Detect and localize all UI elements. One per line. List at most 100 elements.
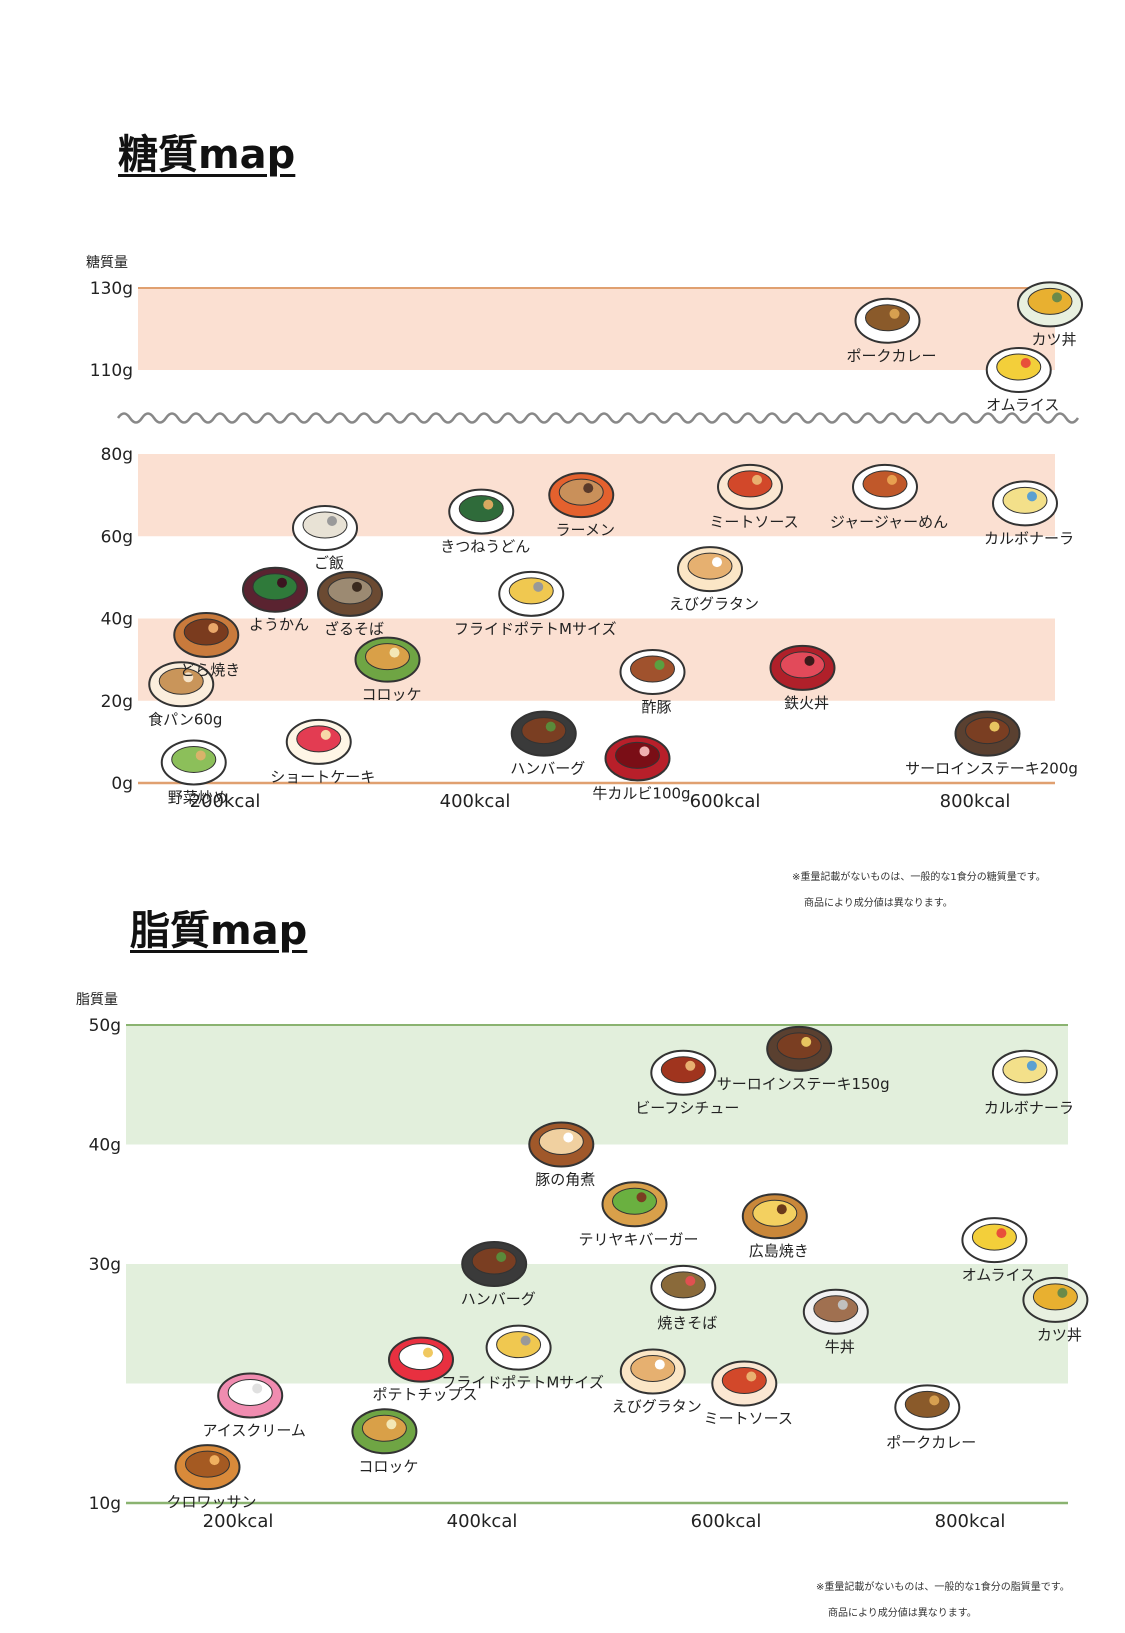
icon-accent — [889, 308, 900, 319]
icon-food — [508, 577, 554, 605]
icon-accent — [1020, 358, 1031, 368]
data-point: きつねうどん — [440, 488, 530, 556]
icon-accent — [520, 1335, 531, 1346]
icon-food — [227, 1378, 273, 1406]
vegetable-stir-fry-icon — [160, 739, 227, 786]
icon-accent — [801, 1036, 812, 1047]
yokan-icon — [242, 566, 308, 613]
icon-accent — [1026, 1060, 1037, 1071]
icon-food — [630, 1355, 676, 1383]
omurice-icon — [985, 347, 1052, 393]
icon-food — [1027, 287, 1073, 315]
icon-accent — [776, 1204, 787, 1215]
data-point: ようかん — [242, 566, 309, 634]
data-label: カツ丼 — [1037, 1326, 1082, 1344]
data-label: オムライス — [962, 1266, 1035, 1284]
data-label: オムライス — [986, 396, 1059, 414]
icon-food — [752, 1199, 798, 1227]
sugar-map-note: ※重量記載がないものは、一般的な1食分の糖質量です。 商品により成分値は異なりま… — [792, 858, 1046, 923]
icon-food — [521, 717, 567, 745]
fat-note-line2: 商品により成分値は異なります。 — [828, 1608, 977, 1619]
croissant-icon — [174, 1444, 241, 1491]
data-point: ミートソース — [704, 1360, 793, 1428]
data-label: ミートソース — [709, 513, 798, 531]
meat-sauce-icon — [711, 1360, 778, 1407]
data-point: カルボナーラ — [984, 480, 1074, 547]
x-tick-label: 200kcal — [203, 1511, 274, 1532]
data-label: サーロインステーキ150g — [717, 1075, 890, 1093]
sweet-sour-pork-icon — [619, 648, 686, 695]
icon-food — [361, 1414, 407, 1442]
sugar-map-title: 糖質map — [118, 132, 296, 178]
data-point: ハンバーグ — [461, 1241, 536, 1308]
icon-accent — [423, 1347, 433, 1358]
icon-food — [558, 478, 604, 506]
data-label: ハンバーグ — [461, 1290, 536, 1308]
data-label: ポークカレー — [846, 347, 936, 365]
icon-accent — [1027, 491, 1037, 502]
katsudon-icon — [1017, 281, 1083, 328]
icon-food — [302, 511, 348, 539]
icon-food — [496, 1331, 542, 1359]
data-point: サーロインステーキ150g — [717, 1025, 890, 1093]
data-point: ビーフシチュー — [635, 1049, 739, 1117]
icon-food — [327, 577, 373, 605]
yakisoba-icon — [650, 1264, 717, 1311]
data-label: ラーメン — [556, 521, 615, 539]
icon-accent — [483, 499, 494, 510]
data-point: 食パン60g — [148, 661, 222, 728]
data-point: コロッケ — [354, 636, 422, 704]
data-label: カルボナーラ — [984, 1099, 1074, 1117]
y-tick-label: 110g — [90, 361, 133, 381]
data-point: 野菜炒め — [160, 739, 228, 806]
sirloin-steak-icon — [766, 1025, 833, 1072]
icon-food — [615, 741, 660, 769]
data-point: ざるそば — [317, 570, 384, 638]
fat-map-note: ※重量記載がないものは、一般的な1食分の脂質量です。 商品により成分値は異なりま… — [816, 1568, 1070, 1633]
icon-accent — [654, 659, 665, 670]
band-0 — [126, 1264, 1068, 1384]
data-label: 酢豚 — [641, 698, 671, 716]
shortcake-icon — [285, 718, 352, 765]
carbonara-icon — [992, 480, 1058, 527]
pork-curry-icon — [854, 297, 921, 344]
y-tick-label: 40g — [89, 1136, 121, 1156]
x-tick-label: 800kcal — [935, 1511, 1006, 1532]
teriyaki-burger-icon — [601, 1181, 668, 1228]
hamburg-steak-icon — [461, 1241, 528, 1287]
data-label: サーロインステーキ200g — [905, 760, 1078, 778]
icon-food — [687, 552, 733, 580]
icon-accent — [183, 672, 194, 683]
icon-food — [776, 1032, 822, 1060]
data-label: ざるそば — [324, 620, 384, 638]
data-point: フライドポテトMサイズ — [441, 1324, 604, 1392]
icon-accent — [654, 1359, 665, 1370]
data-point: 焼きそば — [650, 1264, 717, 1332]
french-fries-icon — [485, 1324, 552, 1371]
icon-accent — [545, 721, 556, 732]
data-label: 焼きそば — [657, 1314, 717, 1332]
x-tick-label: 200kcal — [190, 791, 261, 812]
data-point: ご飯 — [292, 505, 358, 572]
icon-food — [1002, 486, 1048, 514]
ramen-icon — [548, 472, 615, 519]
pork-curry-icon — [894, 1384, 961, 1431]
data-label: えびグラタン — [669, 595, 759, 613]
ice-cream-icon — [217, 1372, 284, 1419]
icon-accent — [887, 474, 897, 485]
data-label: コロッケ — [361, 686, 421, 704]
icon-food — [965, 717, 1010, 745]
icon-accent — [563, 1132, 574, 1143]
icon-food — [398, 1343, 444, 1371]
data-point: カルボナーラ — [984, 1049, 1074, 1117]
y-tick-label: 10g — [89, 1494, 121, 1514]
icon-food — [813, 1295, 859, 1323]
data-point: カツ丼 — [1017, 281, 1083, 348]
fat-note-line1: ※重量記載がないものは、一般的な1食分の脂質量です。 — [816, 1582, 1070, 1593]
data-label: ビーフシチュー — [635, 1099, 739, 1117]
data-point: ハンバーグ — [510, 710, 585, 778]
data-label: テリヤキバーガー — [578, 1230, 698, 1248]
x-tick-label: 400kcal — [440, 791, 511, 812]
